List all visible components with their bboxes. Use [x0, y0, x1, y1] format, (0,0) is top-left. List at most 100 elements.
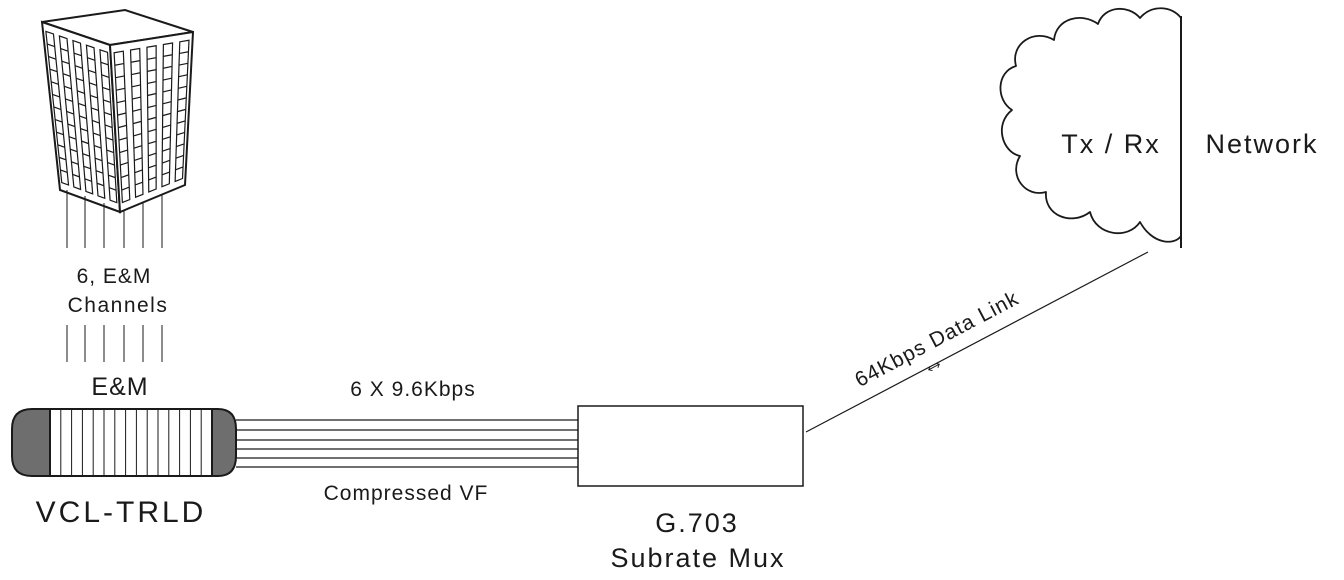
left-face-window-divider	[72, 173, 80, 178]
left-face-window-divider	[106, 149, 114, 154]
left-face-window-divider	[82, 153, 90, 157]
right-face-window-divider	[162, 89, 172, 93]
left-face-window-divider	[108, 174, 116, 179]
device-body	[49, 408, 213, 477]
right-face-window-divider	[147, 92, 157, 97]
data-link-label: 64Kbps Data Link	[851, 287, 1023, 392]
right-face-window-divider	[178, 62, 189, 66]
left-face-window-divider	[109, 187, 117, 191]
left-face-window-divider	[67, 123, 76, 128]
right-face-window-divider	[162, 136, 171, 140]
bidirectional-arrow-icon	[928, 362, 940, 372]
right-face-window-divider	[178, 85, 187, 89]
right-face-window-divider	[121, 186, 130, 191]
left-face-window-divider	[62, 73, 71, 77]
right-face-window-divider	[134, 169, 143, 174]
right-face-window-divider	[147, 104, 157, 109]
office-building-icon	[40, 8, 195, 214]
right-face-window-divider	[178, 74, 188, 78]
left-face-window-divider	[53, 106, 62, 111]
left-face-window-divider	[80, 127, 88, 132]
left-face-window-divider	[84, 178, 92, 182]
left-face-window-divider	[66, 110, 74, 115]
device-left-cap	[11, 408, 51, 477]
left-face-window-divider	[71, 161, 79, 165]
right-face-window-divider	[176, 131, 185, 136]
network-label: Network	[1205, 129, 1318, 159]
building-windows	[45, 30, 190, 204]
compressed-link-rate: 6 X 9.6Kbps	[350, 378, 475, 401]
right-face-window-divider	[120, 174, 129, 179]
left-face-window-divider	[88, 69, 96, 74]
left-face-window-divider	[57, 144, 65, 148]
right-face-window-divider	[133, 132, 142, 137]
right-face-window-divider	[162, 77, 172, 81]
right-face-window-divider	[177, 108, 186, 113]
right-face-window-divider	[132, 96, 141, 100]
device-ribs	[60, 409, 202, 476]
network-cloud-icon	[999, 7, 1182, 248]
left-face-window-divider	[101, 74, 110, 78]
left-face-window-divider	[89, 82, 97, 86]
right-face-window-divider	[132, 120, 142, 125]
left-face-window-divider	[93, 145, 102, 149]
left-face-window-divider	[68, 136, 77, 140]
right-face-window-divider	[147, 140, 157, 145]
left-face-window-divider	[73, 52, 82, 57]
right-face-window-divider	[162, 124, 171, 129]
left-face-window-divider	[87, 57, 96, 61]
right-face-window-divider	[148, 152, 157, 157]
device-name: VCL-TRLD	[36, 496, 207, 529]
right-face-window-divider	[175, 154, 184, 159]
left-face-window-divider	[70, 148, 78, 153]
left-face-window-divider	[56, 131, 64, 136]
right-face-window-divider	[118, 137, 128, 141]
left-face-window-divider	[52, 93, 60, 98]
right-face-window-divider	[161, 171, 170, 176]
compressed-vf-lines	[236, 419, 578, 468]
right-face-window-divider	[163, 54, 173, 57]
vcl-trld-device	[11, 408, 237, 477]
right-face-window-divider	[134, 157, 143, 161]
left-face-window-divider	[104, 124, 113, 129]
left-face-window-divider	[58, 156, 67, 161]
right-face-window-divider	[162, 101, 172, 105]
left-face-window-divider	[50, 81, 59, 85]
left-face-window-divider	[81, 140, 89, 145]
left-face-window-divider	[107, 162, 115, 166]
right-face-window-divider	[116, 87, 126, 91]
left-face-window-divider	[79, 115, 87, 120]
left-face-window-divider	[105, 136, 114, 141]
left-face-window-divider	[100, 61, 109, 66]
right-face-window-divider	[179, 51, 189, 55]
right-face-window-column	[129, 47, 144, 199]
left-face-window-divider	[102, 86, 111, 91]
right-face-window-divider	[175, 166, 184, 171]
right-face-window-divider	[161, 159, 171, 164]
right-face-window-divider	[119, 149, 128, 154]
right-face-window-divider	[147, 69, 157, 72]
right-face-window-divider	[120, 161, 129, 166]
left-face-window-divider	[90, 94, 98, 99]
right-face-window-divider	[163, 65, 173, 69]
left-face-window-divider	[103, 99, 111, 104]
right-face-window-divider	[147, 116, 157, 121]
right-face-window-divider	[148, 176, 157, 181]
right-face-window-divider	[130, 60, 141, 63]
left-face-window-divider	[61, 60, 70, 65]
left-face-window-divider	[65, 98, 73, 103]
right-face-window-divider	[147, 128, 157, 133]
data-link-line	[805, 251, 1149, 433]
right-face-window-divider	[133, 145, 143, 149]
right-face-window-divider	[134, 181, 143, 186]
subrate-mux-box	[577, 405, 804, 487]
left-face-window-divider	[64, 85, 72, 90]
right-face-window-divider	[131, 72, 141, 76]
left-face-window-column	[85, 44, 106, 200]
compressed-link-type: Compressed VF	[324, 482, 489, 505]
left-face-window-divider	[92, 119, 100, 124]
left-face-window-divider	[77, 90, 85, 94]
left-face-window-divider	[91, 107, 99, 112]
left-face-window-divider	[103, 111, 112, 116]
right-face-window-divider	[115, 75, 125, 79]
